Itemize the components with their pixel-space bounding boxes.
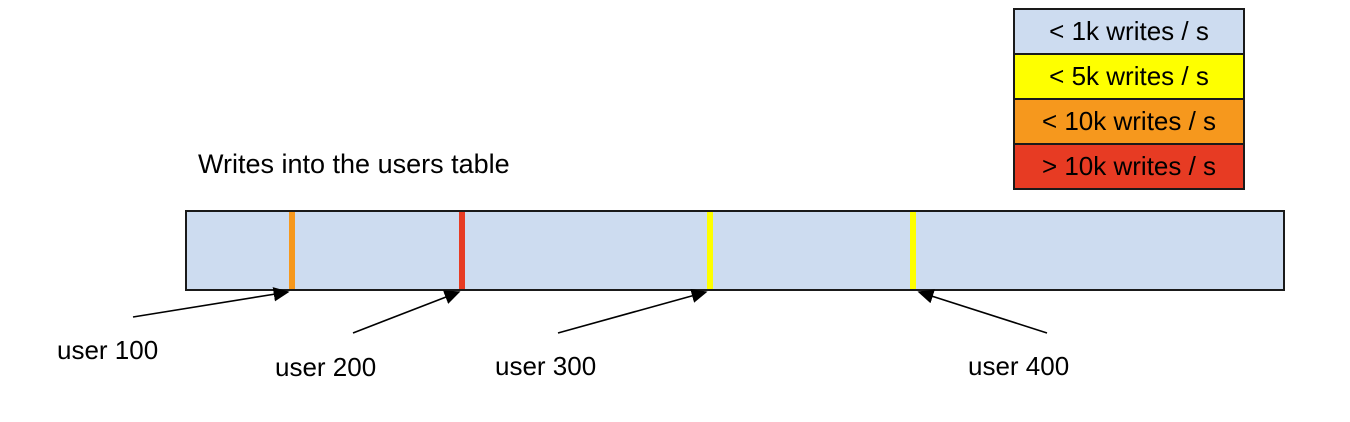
arrow-user-200 [352,290,461,334]
legend-item-lt-1k: < 1k writes / s [1013,8,1245,55]
arrow-user-100 [132,287,290,318]
stripe-user-300 [707,212,713,289]
legend-item-lt-5k: < 5k writes / s [1013,53,1245,100]
label-user-100: user 100 [57,335,159,365]
legend-item-gt-10k: > 10k writes / s [1013,143,1245,190]
label-user-400: user 400 [968,351,1070,381]
legend: < 1k writes / s < 5k writes / s < 10k wr… [1013,8,1245,190]
stripe-user-100 [289,212,295,289]
arrow-user-400 [917,289,1048,334]
stripe-user-400 [910,212,916,289]
stripe-user-200 [459,212,465,289]
arrow-user-300 [557,288,708,334]
legend-item-lt-10k: < 10k writes / s [1013,98,1245,145]
users-table-bar [185,210,1285,291]
diagram-title: Writes into the users table [198,149,510,179]
label-user-300: user 300 [495,351,597,381]
label-user-200: user 200 [275,352,377,382]
